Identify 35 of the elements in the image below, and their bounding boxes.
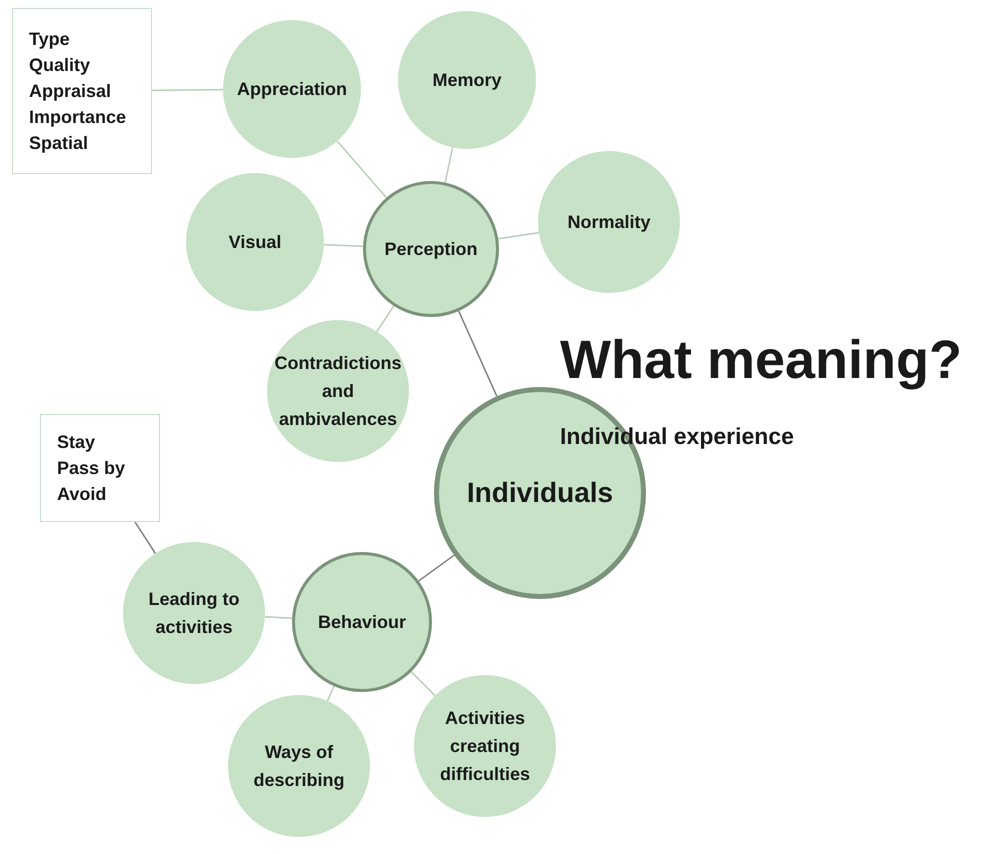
node-label: Importance bbox=[29, 106, 126, 129]
node-label: Avoid bbox=[57, 483, 106, 506]
node-label: Appreciation bbox=[236, 78, 348, 101]
connector-line bbox=[444, 147, 454, 183]
node-label: Stay bbox=[57, 431, 96, 454]
connector-line bbox=[418, 554, 455, 582]
connector-line bbox=[336, 140, 387, 198]
node-label: Individuals bbox=[466, 476, 614, 510]
node-label: Memory bbox=[431, 69, 503, 92]
subtitle: Individual experience bbox=[560, 422, 794, 451]
connector-line bbox=[410, 671, 436, 696]
node-label: Contradictions and ambivalences bbox=[274, 352, 403, 431]
connector-line bbox=[152, 88, 224, 92]
connector-line bbox=[324, 244, 364, 248]
connector-line bbox=[326, 686, 335, 702]
list-box bbox=[40, 414, 160, 522]
node-label: Spatial bbox=[29, 132, 88, 155]
node-label: Activities creating difficulties bbox=[438, 707, 531, 786]
node-label: Visual bbox=[228, 231, 282, 254]
node-label: Normality bbox=[566, 211, 652, 234]
node-label: Type bbox=[29, 28, 70, 51]
node-label: Pass by bbox=[57, 457, 126, 480]
title: What meaning? bbox=[560, 329, 962, 392]
node-label: Behaviour bbox=[316, 611, 408, 634]
connector-line bbox=[134, 522, 156, 554]
list-box bbox=[12, 8, 152, 174]
connector-line bbox=[376, 305, 394, 332]
node-label: Leading to activities bbox=[148, 588, 240, 639]
connector-line bbox=[498, 232, 539, 240]
node-label: Quality bbox=[29, 54, 90, 77]
connector-line bbox=[264, 616, 292, 619]
node-label: Ways of describing bbox=[252, 741, 346, 792]
connector-line bbox=[458, 310, 498, 397]
node-label: Appraisal bbox=[29, 80, 112, 103]
node-label: Perception bbox=[383, 238, 479, 261]
